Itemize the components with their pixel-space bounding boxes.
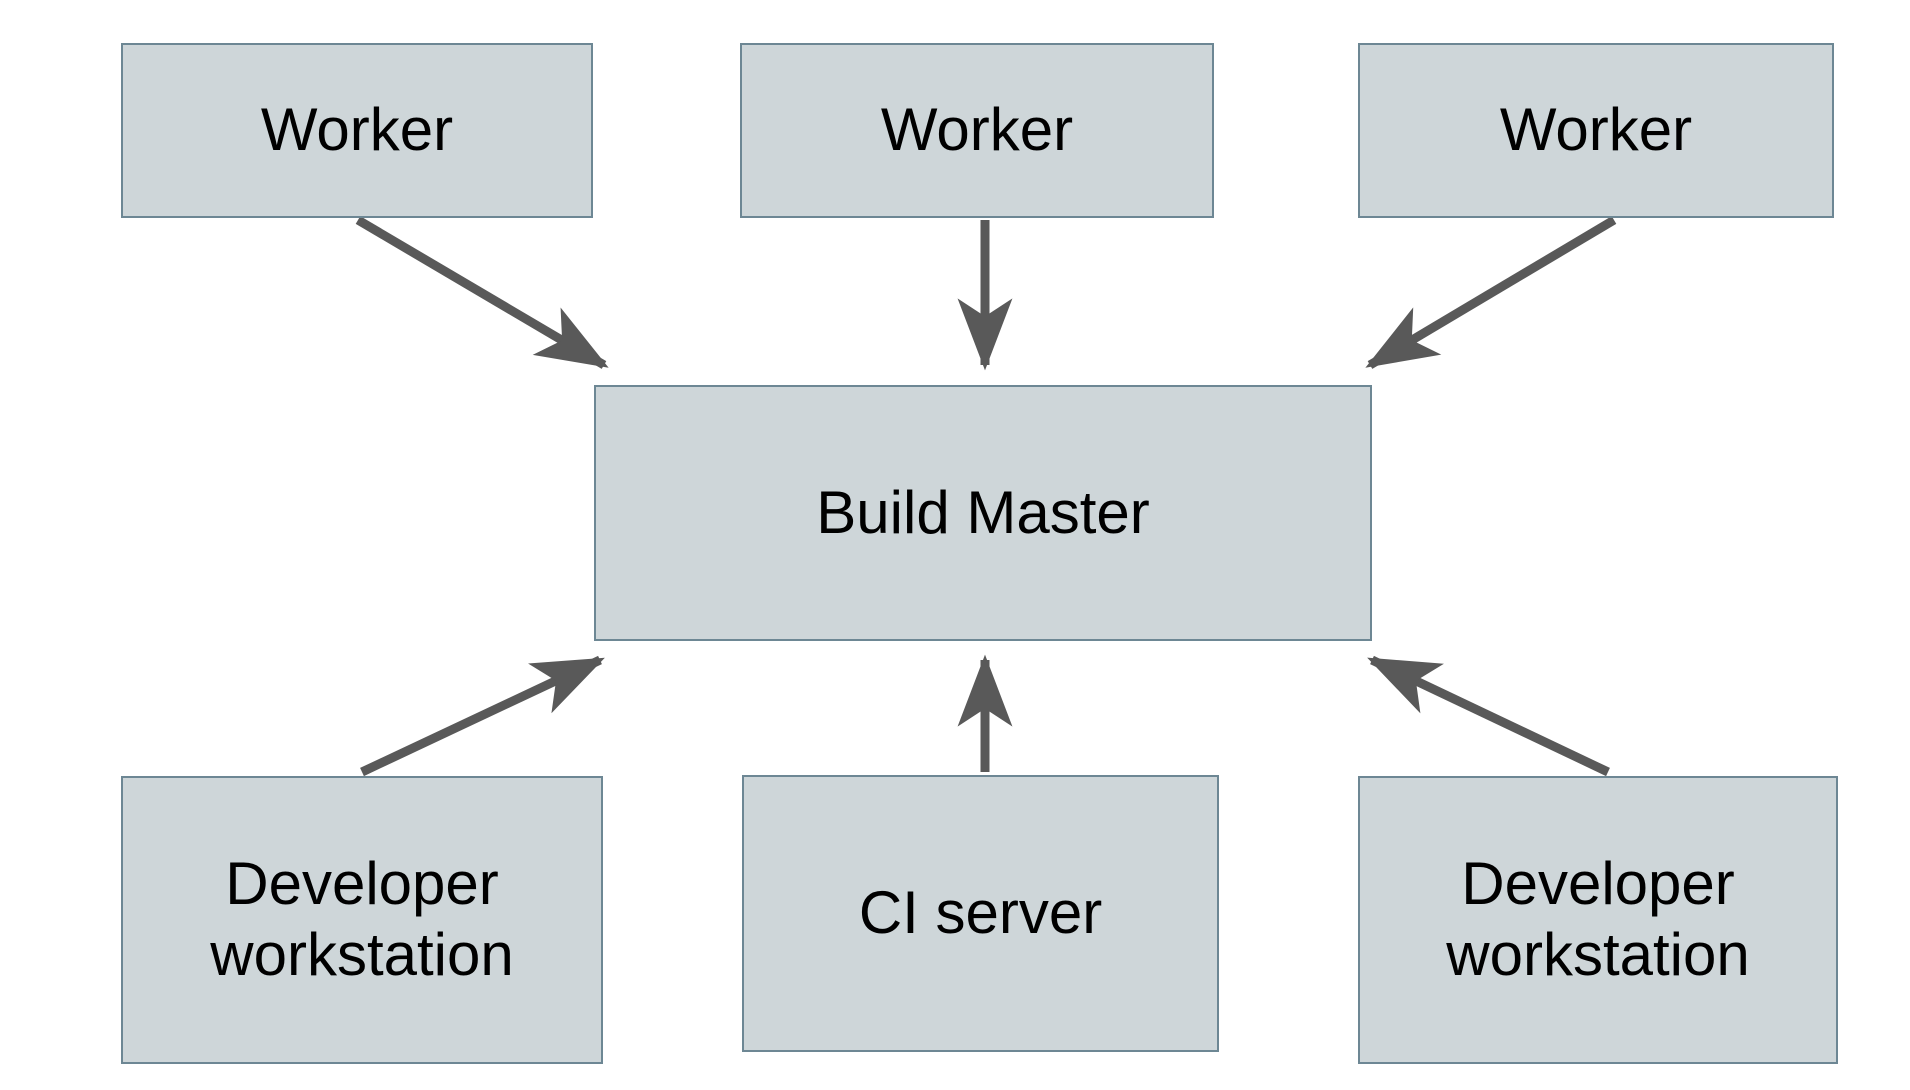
- edge-dev-ws-1-to-build-master: [360, 655, 605, 777]
- node-developer-workstation-right[interactable]: Developer workstation: [1358, 776, 1838, 1064]
- node-worker-1[interactable]: Worker: [121, 43, 593, 218]
- node-ci-server[interactable]: CI server: [742, 775, 1219, 1052]
- node-worker-3-label: Worker: [1499, 96, 1693, 164]
- edge-dev-ws-2-to-build-master: [1367, 655, 1610, 777]
- node-ci-server-label: CI server: [858, 879, 1103, 947]
- node-worker-2[interactable]: Worker: [740, 43, 1214, 218]
- node-developer-workstation-left-label: Developer workstation: [210, 850, 514, 988]
- node-developer-workstation-left[interactable]: Developer workstation: [121, 776, 603, 1064]
- edge-worker-3-to-build-master: [1365, 216, 1617, 369]
- node-worker-3[interactable]: Worker: [1358, 43, 1834, 218]
- node-developer-workstation-right-label: Developer workstation: [1446, 850, 1750, 988]
- edge-worker-1-to-build-master: [355, 216, 609, 369]
- node-build-master-label: Build Master: [816, 478, 1150, 546]
- node-build-master[interactable]: Build Master: [594, 385, 1372, 641]
- node-worker-2-label: Worker: [880, 96, 1074, 164]
- node-worker-1-label: Worker: [260, 96, 454, 164]
